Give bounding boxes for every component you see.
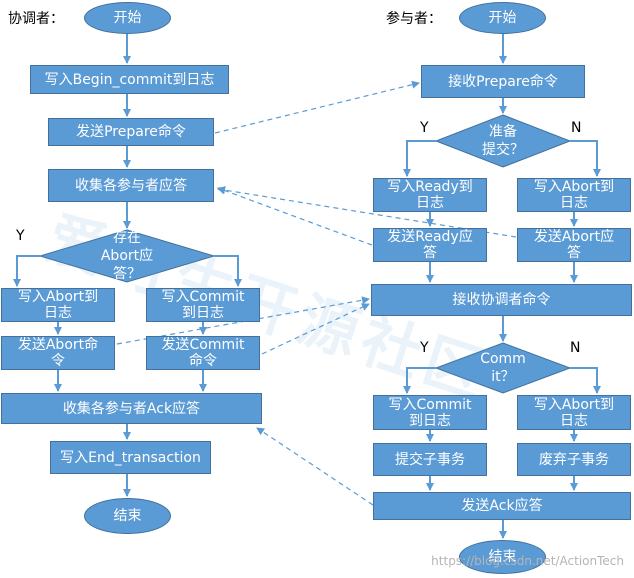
participant-abort-sub: 废弃子事务 xyxy=(517,443,631,476)
coordinator-send-commit: 发送Commit 命令 xyxy=(146,336,260,370)
msg-commit-command xyxy=(261,303,370,355)
participant-label: 参与者： xyxy=(386,11,442,27)
coordinator-write-begin: 写入Begin_commit到日志 xyxy=(30,65,229,94)
arrow-c-decision-to-write-commit xyxy=(214,255,242,287)
participant-send-abort: 发送Abort应 答 xyxy=(517,228,631,262)
participant-prepare-no-label: N xyxy=(571,120,582,136)
solid-arrows xyxy=(13,34,601,539)
participant-commit-decision-diamond xyxy=(434,342,572,394)
coordinator-write-end: 写入End_transaction xyxy=(50,441,211,474)
coordinator-decision-label: 存在 Abort应 答？ xyxy=(100,230,154,282)
participant-send-ack: 发送Ack应答 xyxy=(373,492,631,520)
participant-write-commit: 写入Commit 到日志 xyxy=(373,395,487,430)
coordinator-write-abort: 写入Abort到 日志 xyxy=(1,288,115,322)
coordinator-send-abort: 发送Abort命 令 xyxy=(1,336,115,370)
participant-prepare-yes-label: Y xyxy=(420,120,429,136)
participant-commit-decision-label: Comm it？ xyxy=(480,351,526,385)
arrow-p-decision-to-write-commit xyxy=(403,367,436,394)
coordinator-decision-diamond xyxy=(38,229,216,283)
coordinator-write-commit: 写入Commit 到日志 xyxy=(146,288,260,322)
participant-recv-command: 接收协调者命令 xyxy=(371,284,632,316)
participant-end: 结束 xyxy=(459,540,546,574)
coordinator-label: 协调者： xyxy=(8,11,64,27)
coordinator-collect-replies: 收集各参与者应答 xyxy=(48,169,214,202)
msg-ready-reply xyxy=(217,186,373,246)
coordinator-send-prepare: 发送Prepare命令 xyxy=(48,118,214,146)
participant-commit-sub: 提交子事务 xyxy=(373,443,487,476)
participant-recv-prepare: 接收Prepare命令 xyxy=(421,65,585,98)
participant-write-abort2: 写入Abort到 日志 xyxy=(517,395,631,430)
participant-prepare-decision-diamond xyxy=(434,114,572,168)
participant-write-abort: 写入Abort到 日志 xyxy=(517,178,631,212)
arrow-c-decision-to-write-abort xyxy=(13,255,40,287)
msg-ack-reply xyxy=(256,427,374,506)
msg-prepare xyxy=(214,80,420,134)
arrow-p-decision-to-write-ready xyxy=(403,140,436,177)
arrow-p-decision-to-write-abort xyxy=(570,140,601,177)
participant-commit-yes-label: Y xyxy=(420,340,429,356)
participant-prepare-decision-label: 准备 提交？ xyxy=(482,124,524,158)
participant-write-ready: 写入Ready到 日志 xyxy=(373,178,487,212)
coordinator-collect-ack: 收集各参与者Ack应答 xyxy=(1,393,262,424)
coordinator-start: 开始 xyxy=(84,2,171,34)
coordinator-end: 结束 xyxy=(84,498,171,534)
coordinator-yes-label: Y xyxy=(16,228,25,244)
participant-commit-no-label: N xyxy=(570,340,581,356)
participant-start: 开始 xyxy=(459,2,546,34)
footer-url: https://blog.csdn.net/ActionTech xyxy=(431,554,624,568)
arrow-p-decision-to-write-abort2 xyxy=(570,367,601,394)
participant-send-ready: 发送Ready应 答 xyxy=(373,228,487,262)
